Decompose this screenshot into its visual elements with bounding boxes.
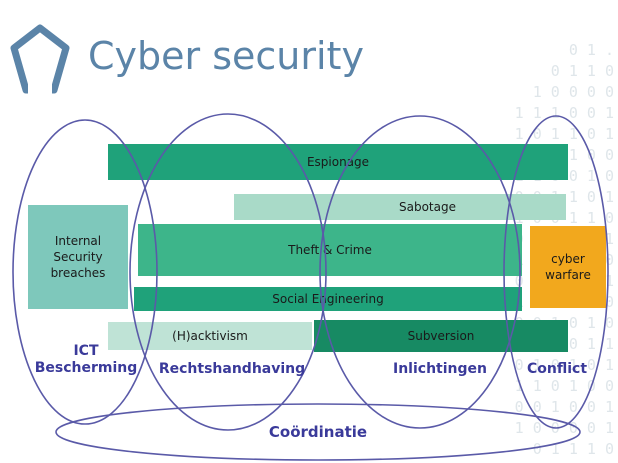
inlichtingen-label: Inlichtingen: [393, 361, 487, 377]
binary-digit-line: 0 1 .: [568, 41, 614, 59]
coordinatie-label: Coördinatie: [268, 423, 368, 441]
social-engineering-bar: Social Engineering: [134, 287, 522, 311]
inlichtingen-oval: [319, 115, 521, 429]
binary-digit-line: 1 0 0 0 0: [532, 83, 614, 101]
subversion-bar: Subversion: [314, 320, 568, 352]
page-title: Cyber security: [88, 34, 364, 78]
ict-oval: [12, 119, 158, 425]
binary-digit-line: 0 0 1 0 0 1: [514, 398, 614, 416]
conflict-label: Conflict: [526, 361, 588, 377]
coordinatie-oval: [55, 403, 581, 461]
binary-digit-line: 1 1 1 0 0 1: [514, 104, 614, 122]
recht-oval: [129, 113, 327, 431]
theft-crime-bar: Theft & Crime: [138, 224, 522, 276]
logo-icon: [10, 24, 70, 94]
conflict-oval: [503, 115, 609, 429]
cyber-warfare-box: cyber warfare: [530, 226, 606, 308]
rechtshandhaving-label: Rechtshandhaving: [158, 361, 306, 377]
binary-digit-line: 1 0 0 0 0 1: [514, 419, 614, 437]
binary-digit-line: 0 1 0 1 0 1: [514, 356, 614, 374]
binary-digit-line: 1 0 1 1 0 1: [514, 125, 614, 143]
internal-security-box: Internal Security breaches: [28, 205, 128, 309]
ict-bescherming-label: ICT Bescherming: [34, 343, 138, 376]
binary-digit-line: 0 1 1 0: [550, 62, 614, 80]
